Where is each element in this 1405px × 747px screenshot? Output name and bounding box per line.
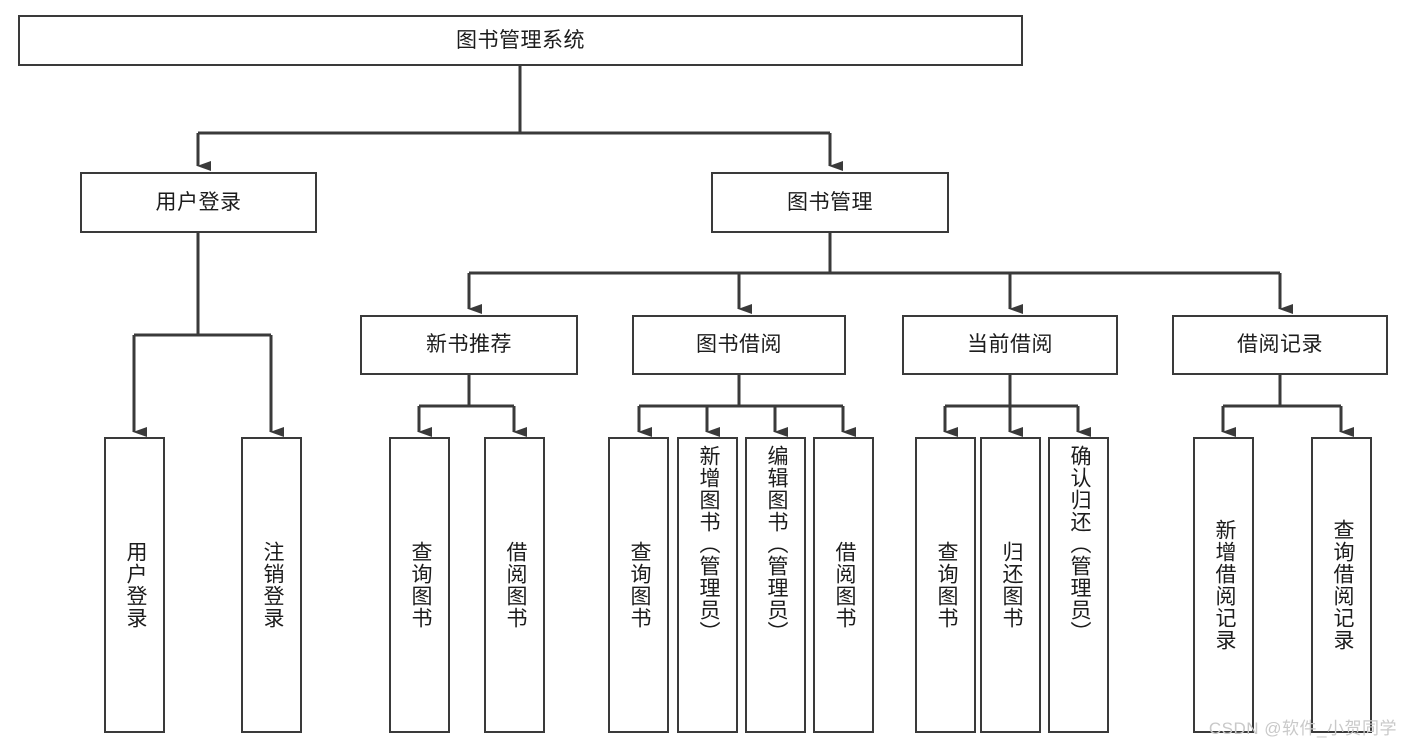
leaf-user-login-label: 用户登录 — [123, 541, 147, 629]
node-current-borrow-label: 当前借阅 — [967, 333, 1053, 357]
node-borrow-record-label: 借阅记录 — [1237, 333, 1323, 357]
node-book-borrow[interactable]: 图书借阅 — [632, 315, 846, 375]
node-book-manage-label: 图书管理 — [787, 190, 873, 214]
leaf-return-book[interactable]: 归还图书 — [980, 437, 1041, 733]
node-book-manage[interactable]: 图书管理 — [711, 172, 949, 233]
leaf-query-book-current-label: 查询图书 — [934, 541, 958, 629]
leaf-confirm-return-admin-label: 确认归还（管理员） — [1067, 445, 1091, 643]
leaf-return-book-label: 归还图书 — [999, 541, 1023, 629]
leaf-borrow-book[interactable]: 借阅图书 — [813, 437, 874, 733]
leaf-edit-book-admin[interactable]: 编辑图书（管理员） — [745, 437, 806, 733]
node-user-login-label: 用户登录 — [155, 190, 242, 214]
leaf-confirm-return-admin[interactable]: 确认归还（管理员） — [1048, 437, 1109, 733]
node-user-login[interactable]: 用户登录 — [80, 172, 317, 233]
leaf-logout[interactable]: 注销登录 — [241, 437, 302, 733]
leaf-query-borrow-record[interactable]: 查询借阅记录 — [1311, 437, 1372, 733]
leaf-query-book-current[interactable]: 查询图书 — [915, 437, 976, 733]
leaf-user-login[interactable]: 用户登录 — [104, 437, 165, 733]
leaf-add-borrow-record-label: 新增借阅记录 — [1212, 519, 1236, 651]
leaf-query-book-borrow-label: 查询图书 — [627, 541, 651, 629]
leaf-add-book-admin[interactable]: 新增图书（管理员） — [677, 437, 738, 733]
leaf-borrow-book-recommend-label: 借阅图书 — [503, 541, 527, 629]
leaf-add-borrow-record[interactable]: 新增借阅记录 — [1193, 437, 1254, 733]
leaf-logout-label: 注销登录 — [260, 541, 284, 629]
leaf-borrow-book-recommend[interactable]: 借阅图书 — [484, 437, 545, 733]
node-current-borrow[interactable]: 当前借阅 — [902, 315, 1118, 375]
leaf-add-book-admin-label: 新增图书（管理员） — [696, 445, 720, 643]
node-new-book-recommend[interactable]: 新书推荐 — [360, 315, 578, 375]
node-new-book-recommend-label: 新书推荐 — [426, 333, 512, 357]
leaf-query-borrow-record-label: 查询借阅记录 — [1330, 519, 1354, 651]
node-root-system-label: 图书管理系统 — [456, 28, 585, 52]
leaf-borrow-book-label: 借阅图书 — [832, 541, 856, 629]
leaf-edit-book-admin-label: 编辑图书（管理员） — [764, 445, 788, 643]
node-root-system[interactable]: 图书管理系统 — [18, 15, 1023, 66]
node-book-borrow-label: 图书借阅 — [696, 333, 782, 357]
leaf-query-book-borrow[interactable]: 查询图书 — [608, 437, 669, 733]
csdn-watermark: CSDN @软件_小贺同学 — [1208, 719, 1397, 738]
leaf-query-book-recommend[interactable]: 查询图书 — [389, 437, 450, 733]
leaf-query-book-recommend-label: 查询图书 — [408, 541, 432, 629]
node-borrow-record[interactable]: 借阅记录 — [1172, 315, 1388, 375]
